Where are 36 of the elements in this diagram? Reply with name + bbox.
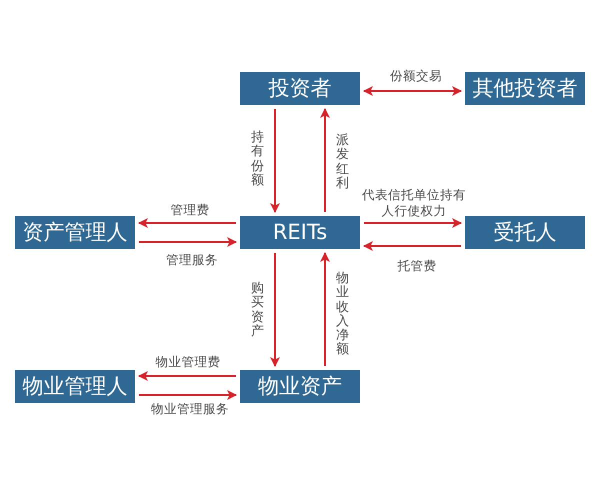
arrow (270, 109, 280, 213)
entity-label: REITs (272, 220, 328, 244)
arrow (320, 252, 330, 366)
edge-label: 管理服务 (165, 252, 219, 268)
entity-box (15, 216, 135, 249)
entity-label: 物业资产 (258, 374, 342, 398)
edge-label: 物业管理费 (154, 354, 222, 370)
entity-box (15, 370, 135, 403)
edge-label: 托管费 (396, 258, 438, 274)
edge-label: 持有份额 (251, 131, 264, 188)
edge-label: 管理费 (170, 202, 210, 218)
entity-label: 投资者 (268, 76, 332, 100)
entity-label: 其他投资者 (472, 76, 578, 100)
arrow (363, 241, 461, 251)
edge-label: 代表信托单位持有人行使权力 (362, 187, 466, 218)
edge-label: 份额交易 (389, 68, 443, 84)
edge-label: 物业收入净额 (336, 272, 349, 358)
edge-label: 派发红利 (336, 134, 349, 192)
entity-box (240, 72, 360, 105)
entity-box (240, 370, 360, 403)
arrow (139, 237, 237, 247)
arrow (363, 86, 462, 96)
entity-box (240, 216, 360, 249)
arrow (138, 371, 236, 381)
arrow (139, 390, 237, 400)
arrow (320, 108, 330, 212)
entity-box (465, 72, 585, 105)
entity-box (465, 216, 585, 249)
arrow (364, 218, 462, 228)
arrow (270, 253, 280, 367)
arrow (138, 218, 236, 228)
entity-label: 受托人 (494, 220, 556, 244)
edge-label: 购买资产 (251, 282, 264, 340)
entity-label: 物业管理人 (22, 374, 128, 398)
edge-label: 物业管理服务 (150, 401, 230, 417)
entity-label: 资产管理人 (22, 220, 128, 244)
